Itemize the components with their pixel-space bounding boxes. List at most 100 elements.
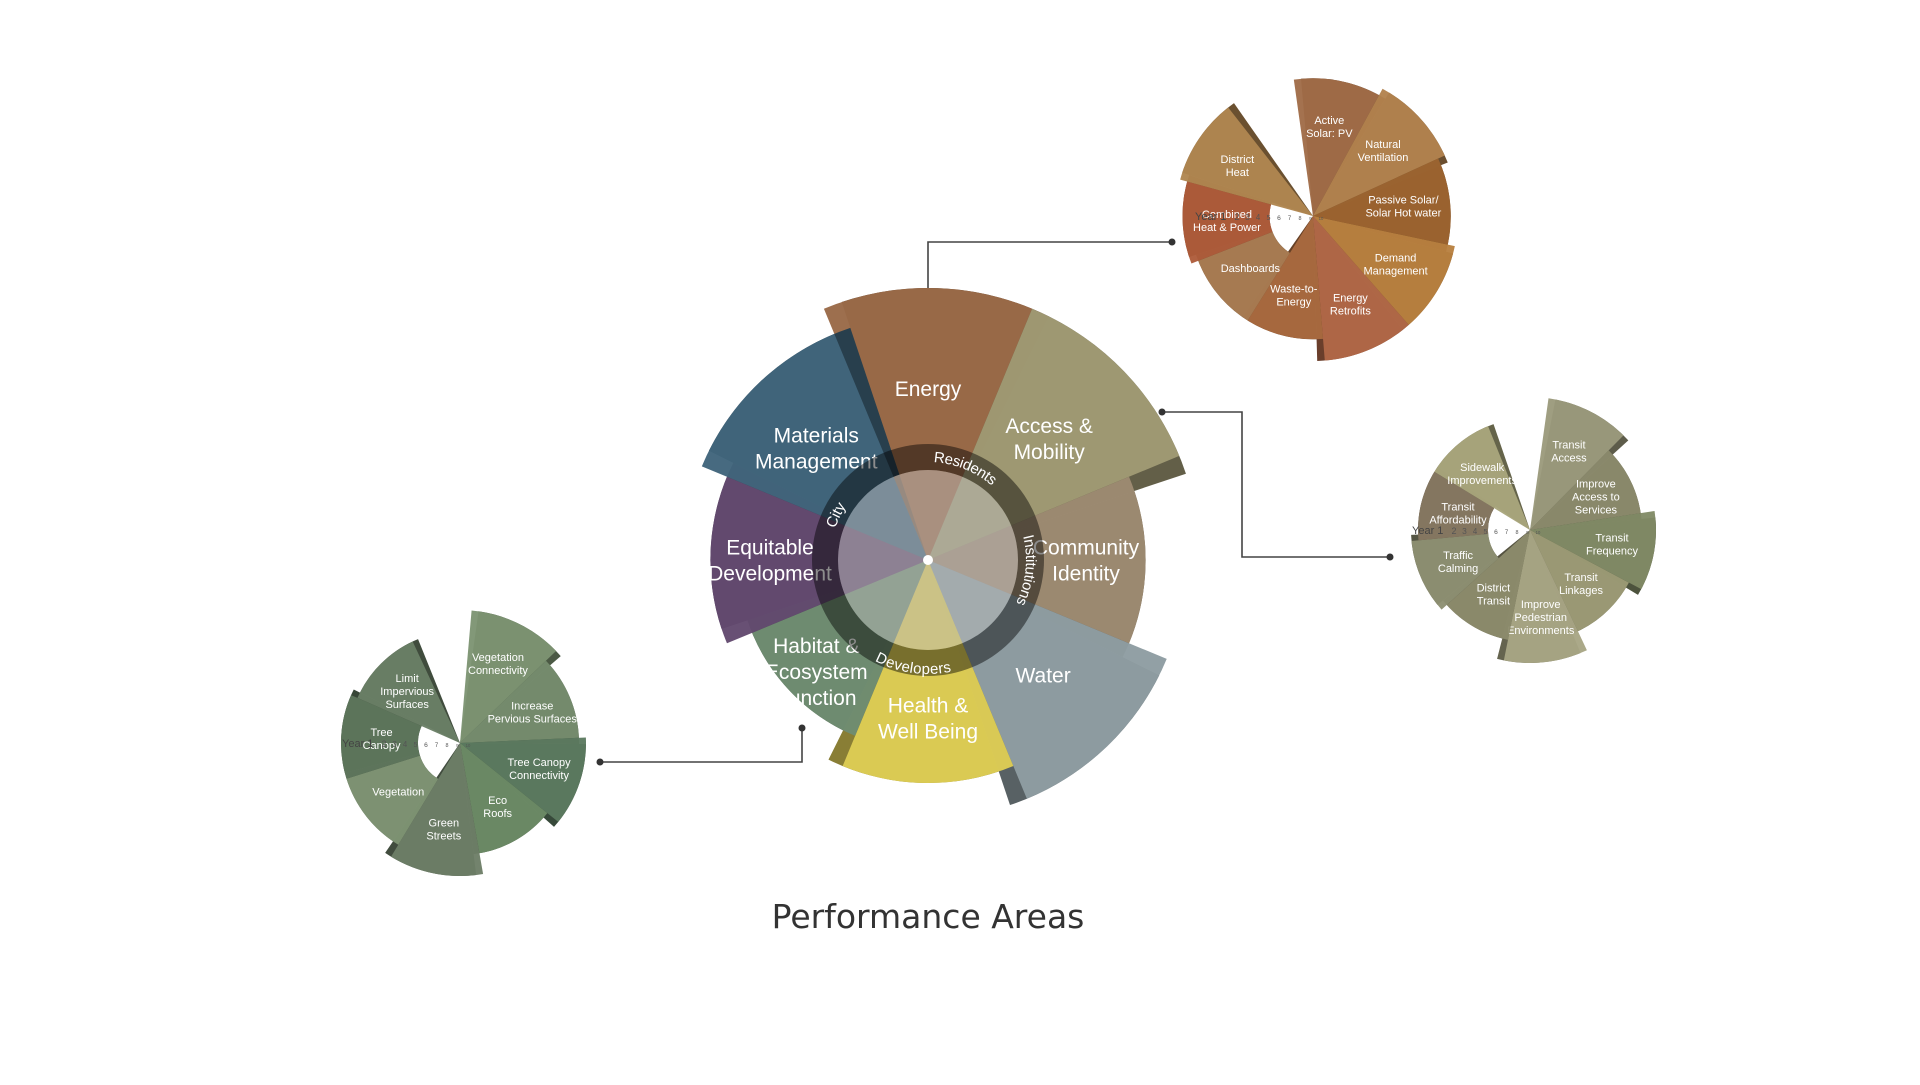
mobility-year-label: Year 1 xyxy=(1412,525,1443,537)
energy-segment-dashboards[interactable] xyxy=(1198,231,1290,321)
habitat-label-vegetation-line: Vegetation xyxy=(372,786,424,798)
energy-segment-waste-to-energy[interactable] xyxy=(1247,216,1324,340)
habitat-segment-tree-canopy[interactable] xyxy=(341,695,422,779)
habitat-segment-green-streets[interactable] xyxy=(391,743,484,877)
mobility-label-transit-affordability-line: Transit xyxy=(1441,502,1474,514)
energy-label-energy-retrofits-line: Energy xyxy=(1333,292,1368,304)
mobility-label-district-transit-line: District xyxy=(1477,583,1511,595)
energy-segment-combined-heat-power[interactable] xyxy=(1182,181,1273,264)
mobility-segment-transit-linkages[interactable] xyxy=(1530,530,1629,632)
habitat-label-limit-impervious-surfaces-line: Surfaces xyxy=(385,699,429,711)
main-sector-community-identity[interactable] xyxy=(928,476,1146,644)
mobility-segment-traffic-calming[interactable] xyxy=(1411,533,1499,610)
mobility-label-transit-frequency-line: Frequency xyxy=(1586,545,1638,557)
mobility-label-traffic-calming-line: Calming xyxy=(1438,563,1478,575)
habitat-year-tick: 9 xyxy=(456,743,459,749)
main-sector-label-water-line: Water xyxy=(1015,664,1070,687)
habitat-label-vegetation: Vegetation xyxy=(372,786,424,798)
energy-segment-demand-management[interactable] xyxy=(1313,216,1455,325)
energy-year-tick: 4 xyxy=(1256,213,1261,222)
energy-segment-passive-solar-solar-hot-water[interactable] xyxy=(1313,158,1451,245)
main-sector-equitable-development[interactable] xyxy=(710,476,928,644)
mobility-label-improve-pedestrian-environments-line: Pedestrian xyxy=(1514,612,1567,624)
energy-segment-energy-retrofits[interactable] xyxy=(1313,216,1409,361)
habitat-segment-increase-pervious-surfaces[interactable] xyxy=(460,660,579,743)
mobility-label-district-transit-line: Transit xyxy=(1477,596,1510,608)
main-sector-label-habitat-ecosystem-function-line: Habitat & xyxy=(773,635,859,658)
habitat-segment-tree-canopy-connectivity[interactable] xyxy=(460,737,586,822)
mobility-label-improve-access-to-services-line: Services xyxy=(1575,504,1618,516)
mobility-segment-sidewalk-improvements[interactable] xyxy=(1434,426,1530,530)
mobility-label-transit-affordability-line: Affordability xyxy=(1429,515,1487,527)
habitat-label-tree-canopy-line: Canopy xyxy=(363,740,401,752)
habitat-segment-vegetation[interactable] xyxy=(346,755,439,845)
energy-label-passive-solar-solar-hot-water-line: Solar Hot water xyxy=(1365,207,1441,219)
energy-label-dashboards: Dashboards xyxy=(1221,263,1281,275)
habitat-segment-vegetation-connectivity[interactable] xyxy=(460,610,557,743)
habitat-label-limit-impervious-surfaces-line: Impervious xyxy=(380,686,434,698)
energy-year-tick: 9 xyxy=(1309,216,1312,222)
mobility-segment-transit-frequency[interactable] xyxy=(1530,511,1657,590)
habitat-year-tick: 4 xyxy=(403,740,408,749)
habitat-year-tick: 8 xyxy=(446,743,449,749)
energy-label-waste-to-energy-line: Energy xyxy=(1276,296,1311,308)
mobility-segment-district-transit[interactable] xyxy=(1446,530,1530,640)
energy-label-demand-management-line: Demand xyxy=(1375,253,1417,265)
core-wedge-energy xyxy=(893,469,963,560)
mobility-year-tick: 4 xyxy=(1473,527,1478,536)
mobility-year-tick: 5 xyxy=(1484,527,1488,536)
habitat-year-tick: 10 xyxy=(466,743,471,748)
habitat-segment-eco-roofs[interactable] xyxy=(460,743,548,854)
mobility-segment-improve-access-to-services[interactable] xyxy=(1530,450,1641,530)
energy-segment-active-solar-pv[interactable] xyxy=(1293,78,1380,216)
main-sector-label-community-identity-line: Identity xyxy=(1052,562,1120,585)
energy-segment-district-heat[interactable] xyxy=(1180,107,1313,216)
core-wedge-equitable-development xyxy=(838,525,928,595)
energy-year-tick: 3 xyxy=(1245,212,1250,222)
main-sector-health-well-being[interactable] xyxy=(842,560,1014,784)
habitat-label-vegetation-connectivity-line: Vegetation xyxy=(472,652,524,664)
main-sector-label-equitable-development-line: Development xyxy=(708,562,832,585)
mobility-segment-transit-affordability[interactable] xyxy=(1418,471,1495,541)
energy-label-waste-to-energy: Waste-to-Energy xyxy=(1270,283,1318,308)
main-sector-energy[interactable] xyxy=(823,288,1033,560)
mobility-year-tick: 7 xyxy=(1505,530,1509,536)
energy-segment-natural-ventilation[interactable] xyxy=(1313,88,1445,216)
energy-label-energy-retrofits-line: Retrofits xyxy=(1330,305,1371,317)
mobility-year-tick: 3 xyxy=(1462,526,1467,536)
energy-label-combined-heat-power-line: Combined xyxy=(1202,209,1252,221)
energy-label-passive-solar-solar-hot-water: Passive Solar/Solar Hot water xyxy=(1365,194,1441,219)
energy-label-demand-management-line: Management xyxy=(1363,266,1427,278)
main-sector-label-health-well-being-line: Health & xyxy=(888,694,969,717)
mobility-segment-transit-access[interactable] xyxy=(1530,398,1624,530)
habitat-segment-limit-impervious-surfaces[interactable] xyxy=(357,641,460,743)
energy-label-district-heat-line: Heat xyxy=(1226,167,1249,179)
main-sector-label-habitat-ecosystem-function-line: Ecosystem xyxy=(765,661,868,684)
main-sector-label-water: Water xyxy=(1015,664,1070,687)
main-sector-label-community-identity-line: Community xyxy=(1033,536,1140,559)
core-wedge-access-mobility xyxy=(928,476,1012,560)
center-dot xyxy=(923,555,933,565)
mobility-label-improve-pedestrian-environments-line: Environments xyxy=(1507,625,1575,637)
mobility-label-sidewalk-improvements-line: Improvements xyxy=(1447,475,1517,487)
connector-lines xyxy=(596,238,1394,766)
main-sector-label-access-mobility: Access &Mobility xyxy=(1005,415,1093,464)
mobility-segment-improve-pedestrian-environments[interactable] xyxy=(1503,530,1587,663)
energy-year-tick: 7 xyxy=(1288,216,1292,222)
mobility-year-tick: 6 xyxy=(1494,529,1498,536)
habitat-connector-dot xyxy=(798,724,806,732)
mobility-label-sidewalk-improvements-line: Sidewalk xyxy=(1460,462,1505,474)
habitat-year-label: Year 1 xyxy=(342,738,373,750)
